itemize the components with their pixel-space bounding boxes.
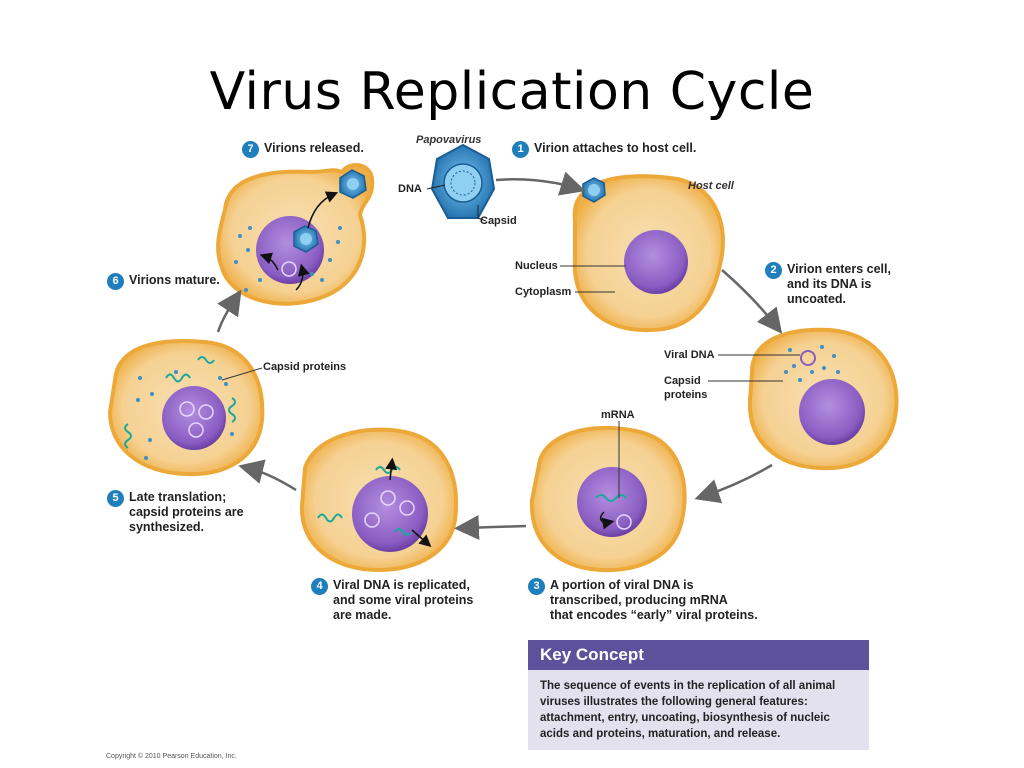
step-6-caption: 6 Virions mature. <box>107 273 220 290</box>
host-cell-label: Host cell <box>688 180 734 192</box>
step-1-caption: 1 Virion attaches to host cell. <box>512 141 696 158</box>
host-cell-step-1 <box>560 174 725 333</box>
cytoplasm-label: Cytoplasm <box>515 286 572 298</box>
cell-step-6-7 <box>216 163 375 306</box>
cell-step-3 <box>529 421 687 573</box>
copyright-notice: Copyright © 2010 Pearson Education, Inc. <box>106 753 237 760</box>
step-7-text: Virions released. <box>264 141 364 155</box>
step-6-text: Virions mature. <box>129 273 220 287</box>
step-2-badge: 2 <box>765 262 782 279</box>
papovavirus <box>426 143 496 222</box>
step-3-text: A portion of viral DNA is transcribed, p… <box>550 578 758 622</box>
cycle-arrows <box>216 171 783 541</box>
page-title: Virus Replication Cycle <box>209 62 815 122</box>
capsid-proteins-label-step-2: Capsid proteins <box>664 375 708 401</box>
step-1-badge: 1 <box>512 141 529 158</box>
papovavirus-label: Papovavirus <box>416 134 482 146</box>
cell-step-4 <box>299 427 459 573</box>
step-4-text: Viral DNA is replicated, and some viral … <box>333 578 474 622</box>
step-5-badge: 5 <box>107 490 124 507</box>
cell-step-5 <box>107 338 265 477</box>
capsid-proteins-label-step-5: Capsid proteins <box>263 361 347 373</box>
step-6-badge: 6 <box>107 273 124 290</box>
key-concept-heading: Key Concept <box>528 640 869 670</box>
capsid-label: Capsid <box>480 215 517 227</box>
cell-step-2 <box>708 327 899 471</box>
step-7-caption: 7 Virions released. <box>242 141 364 158</box>
step-4-caption: 4 Viral DNA is replicated, and some vira… <box>311 578 473 623</box>
mrna-label: mRNA <box>601 409 635 421</box>
step-5-caption: 5 Late translation; capsid proteins are … <box>107 490 244 535</box>
key-concept-box: Key Concept The sequence of events in th… <box>528 640 869 750</box>
step-2-caption: 2 Virion enters cell, and its DNA is unc… <box>765 262 891 307</box>
step-5-text: Late translation; capsid proteins are sy… <box>129 490 244 534</box>
step-1-text: Virion attaches to host cell. <box>534 141 697 155</box>
virus-dna-label: DNA <box>398 183 422 195</box>
step-3-caption: 3 A portion of viral DNA is transcribed,… <box>528 578 758 623</box>
step-2-text: Virion enters cell, and its DNA is uncoa… <box>787 262 891 306</box>
key-concept-body: The sequence of events in the replicatio… <box>540 680 836 740</box>
viral-dna-label: Viral DNA <box>664 349 715 361</box>
step-3-badge: 3 <box>528 578 545 595</box>
step-7-badge: 7 <box>242 141 259 158</box>
step-4-badge: 4 <box>311 578 328 595</box>
nucleus-label: Nucleus <box>515 260 558 272</box>
